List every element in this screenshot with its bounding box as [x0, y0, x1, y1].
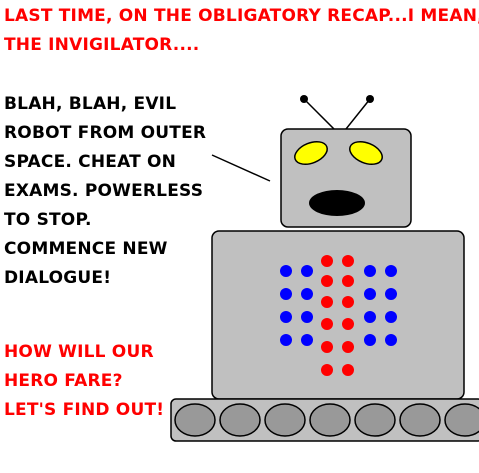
- speech-line: ROBOT FROM OUTER: [4, 123, 207, 143]
- question-line: HERO FARE?: [4, 371, 123, 391]
- red-dot: [342, 255, 354, 267]
- tread-wheel: [219, 403, 261, 437]
- red-dot: [321, 364, 333, 376]
- blue-dot: [364, 265, 376, 277]
- tread-wheel: [309, 403, 351, 437]
- speech-line: BLAH, BLAH, EVIL: [4, 94, 177, 114]
- robot-body: [211, 230, 465, 400]
- question-line: LET'S FIND OUT!: [4, 400, 165, 420]
- red-dot: [321, 341, 333, 353]
- blue-dot: [301, 265, 313, 277]
- speech-pointer: [211, 154, 271, 182]
- speech-line: DIALOGUE!: [4, 268, 112, 288]
- speech-line: TO STOP.: [4, 210, 92, 230]
- blue-dot: [280, 311, 292, 323]
- red-dot: [321, 318, 333, 330]
- recap-line-1: LAST TIME, ON THE OBLIGATORY RECAP...I M…: [4, 6, 479, 26]
- blue-dot: [301, 288, 313, 300]
- question-line: HOW WILL OUR: [4, 342, 154, 362]
- blue-dot: [385, 311, 397, 323]
- blue-dot: [280, 288, 292, 300]
- tread-wheels: [174, 403, 479, 437]
- blue-dot: [364, 334, 376, 346]
- red-dot: [342, 275, 354, 287]
- tread-wheel: [399, 403, 441, 437]
- red-dot: [342, 318, 354, 330]
- blue-dot: [385, 288, 397, 300]
- antenna-right-tip: [366, 95, 374, 103]
- eye-right: [349, 141, 383, 165]
- recap-line-2: THE INVIGILATOR....: [4, 35, 200, 55]
- speech-line: COMMENCE NEW: [4, 239, 168, 259]
- eye-left: [294, 141, 328, 165]
- red-dot: [342, 341, 354, 353]
- blue-dot: [385, 265, 397, 277]
- red-dot: [321, 275, 333, 287]
- blue-dot: [301, 311, 313, 323]
- chest-dot-pattern: [280, 255, 397, 376]
- tread-wheel: [174, 403, 216, 437]
- speech-line: SPACE. CHEAT ON: [4, 152, 177, 172]
- red-dot: [321, 296, 333, 308]
- blue-dot: [280, 265, 292, 277]
- blue-dot: [301, 334, 313, 346]
- antennae: [300, 95, 374, 130]
- red-dot: [342, 296, 354, 308]
- antenna-left: [303, 98, 335, 130]
- antenna-left-tip: [300, 95, 308, 103]
- robot-mouth: [309, 190, 365, 216]
- tread-wheel: [354, 403, 396, 437]
- blue-dot: [280, 334, 292, 346]
- tread-wheel: [264, 403, 306, 437]
- red-dot: [321, 255, 333, 267]
- blue-dot: [385, 334, 397, 346]
- blue-dot: [364, 288, 376, 300]
- tread-wheel: [444, 403, 479, 437]
- antenna-right: [345, 98, 371, 130]
- red-dot: [342, 364, 354, 376]
- blue-dot: [364, 311, 376, 323]
- speech-line: EXAMS. POWERLESS: [4, 181, 204, 201]
